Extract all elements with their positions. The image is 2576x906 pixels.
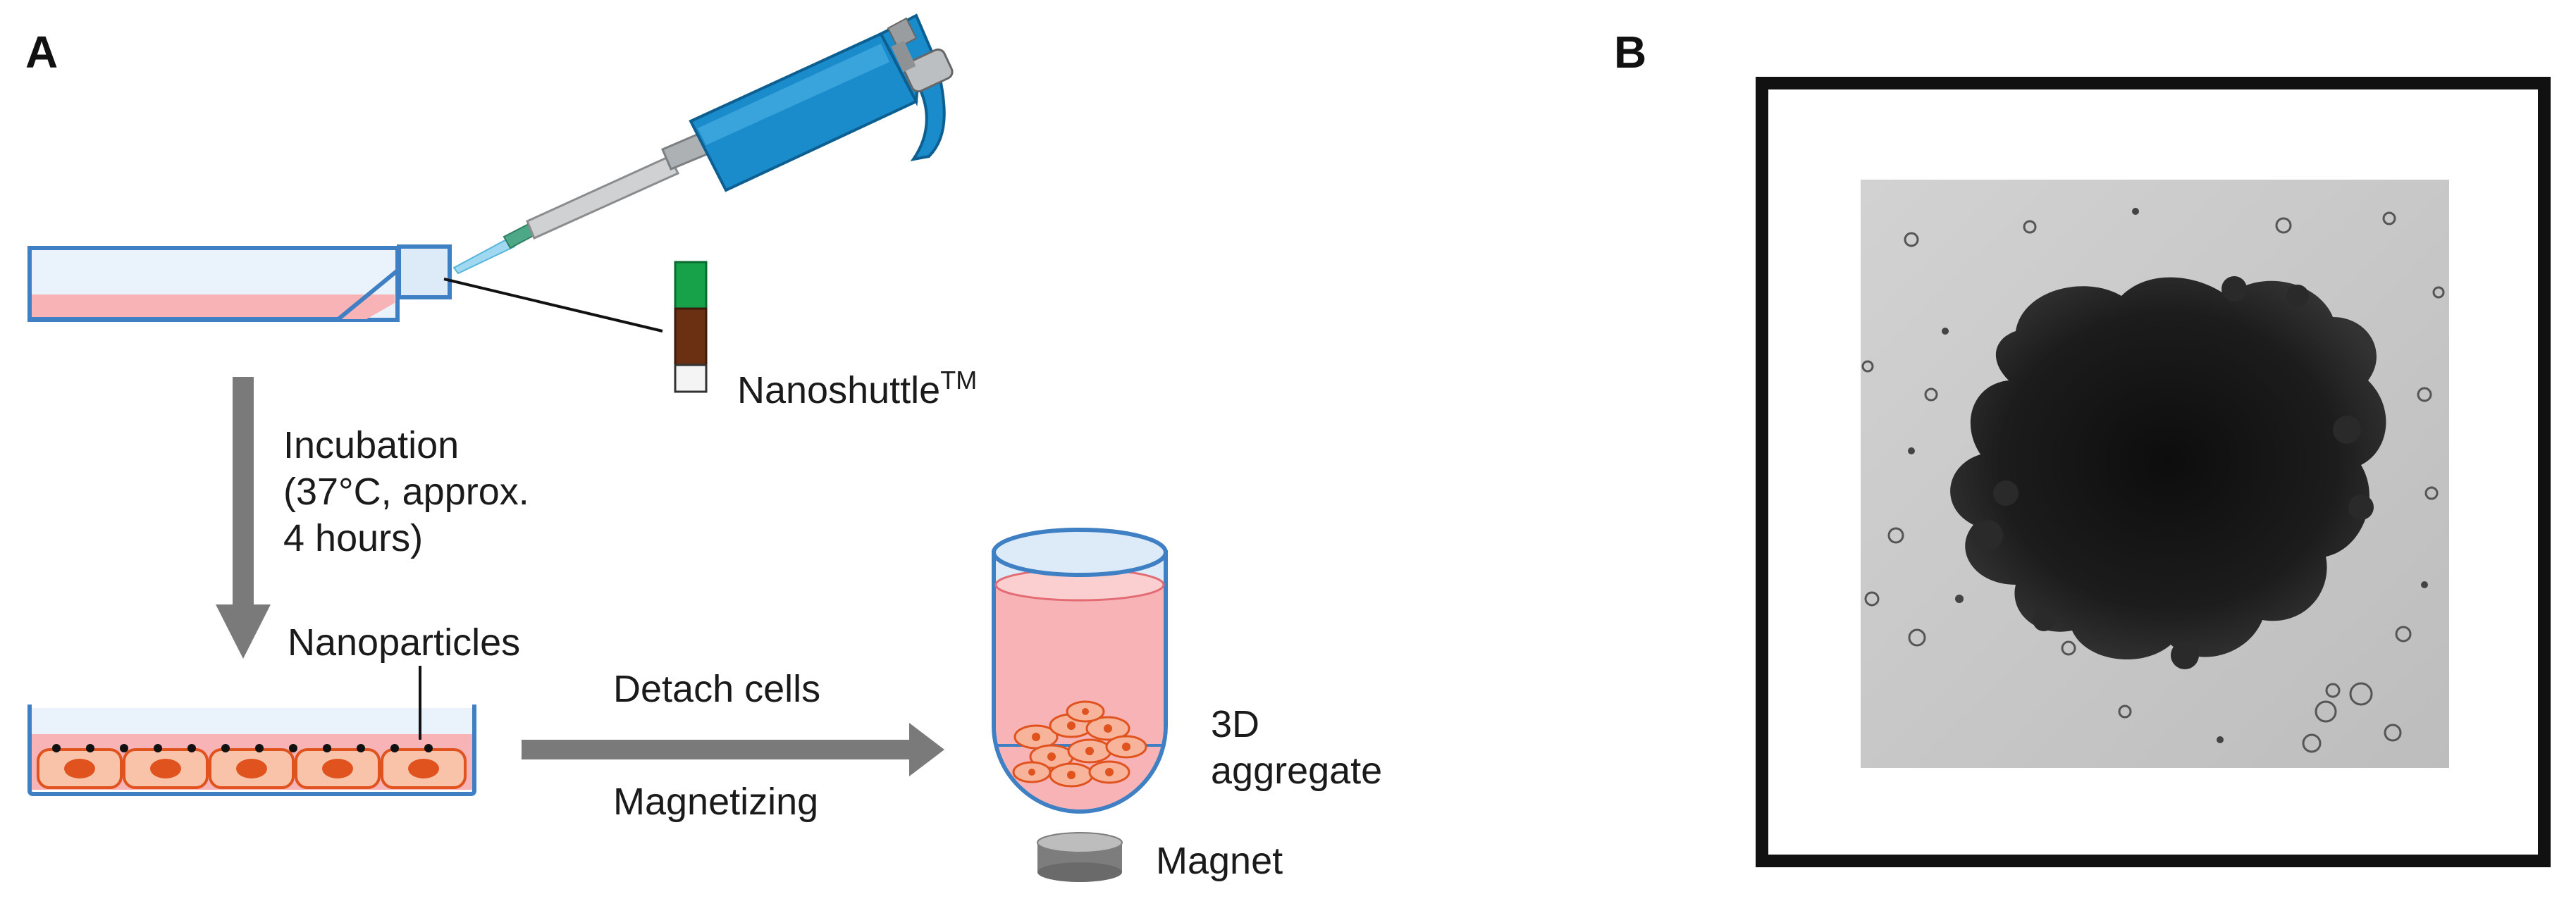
- magnetizing-label: Magnetizing: [613, 781, 818, 823]
- cell-nuclei: [64, 759, 439, 778]
- nanoparticle-dots: [52, 744, 433, 752]
- magnet-icon: [1037, 832, 1123, 882]
- nanoparticles-label: Nanoparticles: [288, 621, 520, 664]
- conical-tube-icon: [992, 528, 1168, 814]
- culture-dish-icon: [27, 705, 476, 796]
- pipette-icon: [452, 13, 954, 275]
- incubation-label-line2: (37°C, approx.: [283, 471, 529, 513]
- trademark-superscript: TM: [940, 366, 977, 395]
- detach-cells-label: Detach cells: [613, 668, 820, 710]
- incubation-label-line3: 4 hours): [283, 517, 423, 559]
- flask-tube-connector: [443, 278, 663, 333]
- aggregate-label-line1: 3D: [1211, 703, 1259, 745]
- panel-a-label: A: [25, 27, 58, 77]
- aggregate-label-line2: aggregate: [1211, 750, 1382, 792]
- incubation-arrow: [216, 377, 271, 659]
- incubation-label-line1: Incubation: [283, 424, 459, 466]
- aggregate-blob: [1950, 277, 2386, 660]
- detach-arrow: [522, 723, 944, 776]
- panel-b-label: B: [1614, 27, 1646, 77]
- nanoshuttle-label: NanoshuttleTM: [737, 366, 977, 411]
- micrograph-image: [1861, 180, 2449, 768]
- culture-flask-icon: [27, 244, 452, 322]
- reagent-tube-icon: [674, 261, 708, 393]
- magnet-label: Magnet: [1156, 840, 1283, 882]
